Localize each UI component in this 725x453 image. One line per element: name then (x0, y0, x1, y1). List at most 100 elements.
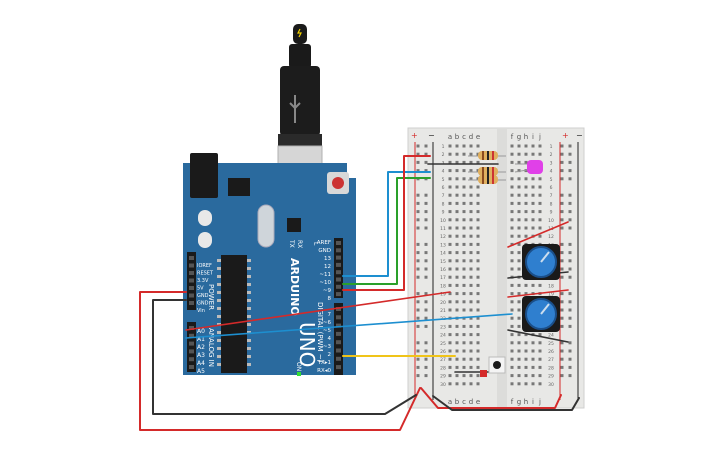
bb-row-label: 30 (440, 382, 446, 388)
bb-column-label: a (448, 398, 452, 406)
bb-row-label: 24 (548, 333, 554, 339)
bb-row-label: 8 (550, 201, 553, 207)
analog-pin-label: A0 (197, 328, 205, 335)
analog-label: ANALOG IN (207, 328, 215, 367)
bb-row-label: 26 (548, 349, 554, 355)
bb-row-label: 11 (440, 226, 446, 232)
bb-row-label: 12 (440, 234, 446, 240)
digital-pin-label: ~9 (323, 288, 332, 294)
digital-pin-label: 4 (328, 336, 332, 342)
bb-row-label: 21 (440, 308, 446, 314)
rail-plus-right: + (562, 131, 569, 140)
bb-row-label: 12 (548, 234, 554, 240)
bb-column-label: g (517, 133, 521, 141)
resistor-3 (468, 175, 506, 184)
digital-pin-label: ~10 (319, 280, 331, 286)
wire-black-rail-bottom (432, 395, 580, 411)
digital-pin-label: TX▸1 (317, 360, 331, 366)
wire-blue-a1 (185, 313, 513, 339)
bb-column-label: f (511, 133, 514, 141)
bb-column-label: h (524, 398, 528, 406)
power-pin-label: Vin (197, 308, 205, 314)
bb-row-label: 1 (442, 144, 445, 150)
bb-column-label: c (462, 398, 466, 406)
rgb-led (514, 160, 543, 174)
bb-row-label: 2 (442, 152, 445, 158)
bb-row-label: 20 (440, 300, 446, 306)
rx-label: RX (296, 240, 303, 248)
bb-row-label: 2 (550, 152, 553, 158)
bb-row-label: 9 (550, 210, 553, 216)
bb-row-label: 7 (442, 193, 445, 199)
on-label: ON (295, 362, 302, 371)
bb-row-label: 27 (548, 357, 554, 363)
bb-row-label: 4 (550, 169, 553, 175)
power-led (297, 372, 301, 376)
bb-row-label: 14 (440, 251, 446, 257)
bb-column-label: h (524, 133, 528, 141)
arduino-board: ARDUINO UNO ON TX RX L DIGITAL (PWM ~) P… (183, 153, 356, 376)
power-label: POWER (207, 284, 215, 310)
bb-column-label: a (448, 133, 452, 141)
wire-red-pot1 (507, 221, 569, 248)
power-pin-label: IOREF (197, 263, 212, 269)
digital-pin-label: ~6 (323, 320, 332, 326)
bb-row-label: 6 (442, 185, 445, 191)
resistor-2 (468, 167, 506, 176)
wires (139, 155, 580, 431)
bb-row-label: 1 (550, 144, 553, 150)
rail-minus-left: − (428, 131, 435, 140)
bb-row-label: 3 (550, 160, 553, 166)
wire-red-5v (139, 291, 421, 431)
rail-minus-right: − (576, 131, 583, 140)
digital-pin-label: ~11 (319, 272, 331, 278)
digital-pin-label: 13 (324, 256, 331, 262)
bb-row-label: 28 (548, 365, 554, 371)
digital-pin-label: 12 (324, 264, 331, 270)
bb-column-label: e (476, 133, 480, 141)
bb-column-label: b (455, 133, 460, 141)
bb-row-label: 19 (440, 292, 446, 298)
bb-row-label: 17 (440, 275, 446, 281)
bb-column-label: e (476, 398, 480, 406)
bb-column-label: c (462, 133, 466, 141)
potentiometer-2 (522, 296, 560, 332)
rail-plus-left: + (411, 131, 418, 140)
power-pin-label: RESET (197, 271, 214, 277)
bb-row-label: 25 (548, 341, 554, 347)
bb-row-label: 19 (548, 292, 554, 298)
bb-row-label: 10 (548, 218, 554, 224)
bb-row-label: 4 (442, 169, 445, 175)
bb-column-label: j (538, 398, 541, 406)
bb-row-label: 23 (440, 324, 446, 330)
brand-label: ARDUINO (288, 258, 301, 316)
analog-pin-label: A5 (197, 368, 205, 375)
digital-pin-label: 7 (328, 312, 332, 318)
digital-pin-label: ~5 (323, 328, 332, 334)
analog-pin-label: A3 (197, 352, 205, 359)
bb-column-label: i (532, 398, 534, 406)
bb-row-label: 29 (440, 374, 446, 380)
wire-red-pot2 (507, 289, 569, 298)
bb-column-label: g (517, 398, 521, 406)
power-jack (190, 153, 218, 198)
power-pin-label: 5V (197, 286, 204, 292)
atmega-chip (221, 255, 247, 373)
bb-row-label: 15 (440, 259, 446, 265)
pushbutton (480, 356, 506, 377)
bb-row-label: 7 (550, 193, 553, 199)
bb-column-label: f (511, 398, 514, 406)
components (468, 151, 560, 377)
tx-label: TX (288, 239, 295, 248)
digital-pin-label: AREF (317, 240, 331, 246)
wire-red-pin10 (342, 155, 431, 291)
wire-blue-pin12 (342, 171, 431, 277)
power-pin-label: GND (197, 293, 209, 299)
wire-red-a0 (185, 291, 451, 331)
bb-row-label: 27 (440, 357, 446, 363)
wire-red-rail-bottom (420, 387, 562, 409)
analog-pin-label: A2 (197, 344, 205, 351)
bb-column-label: j (538, 133, 541, 141)
potentiometer-1 (522, 244, 560, 280)
